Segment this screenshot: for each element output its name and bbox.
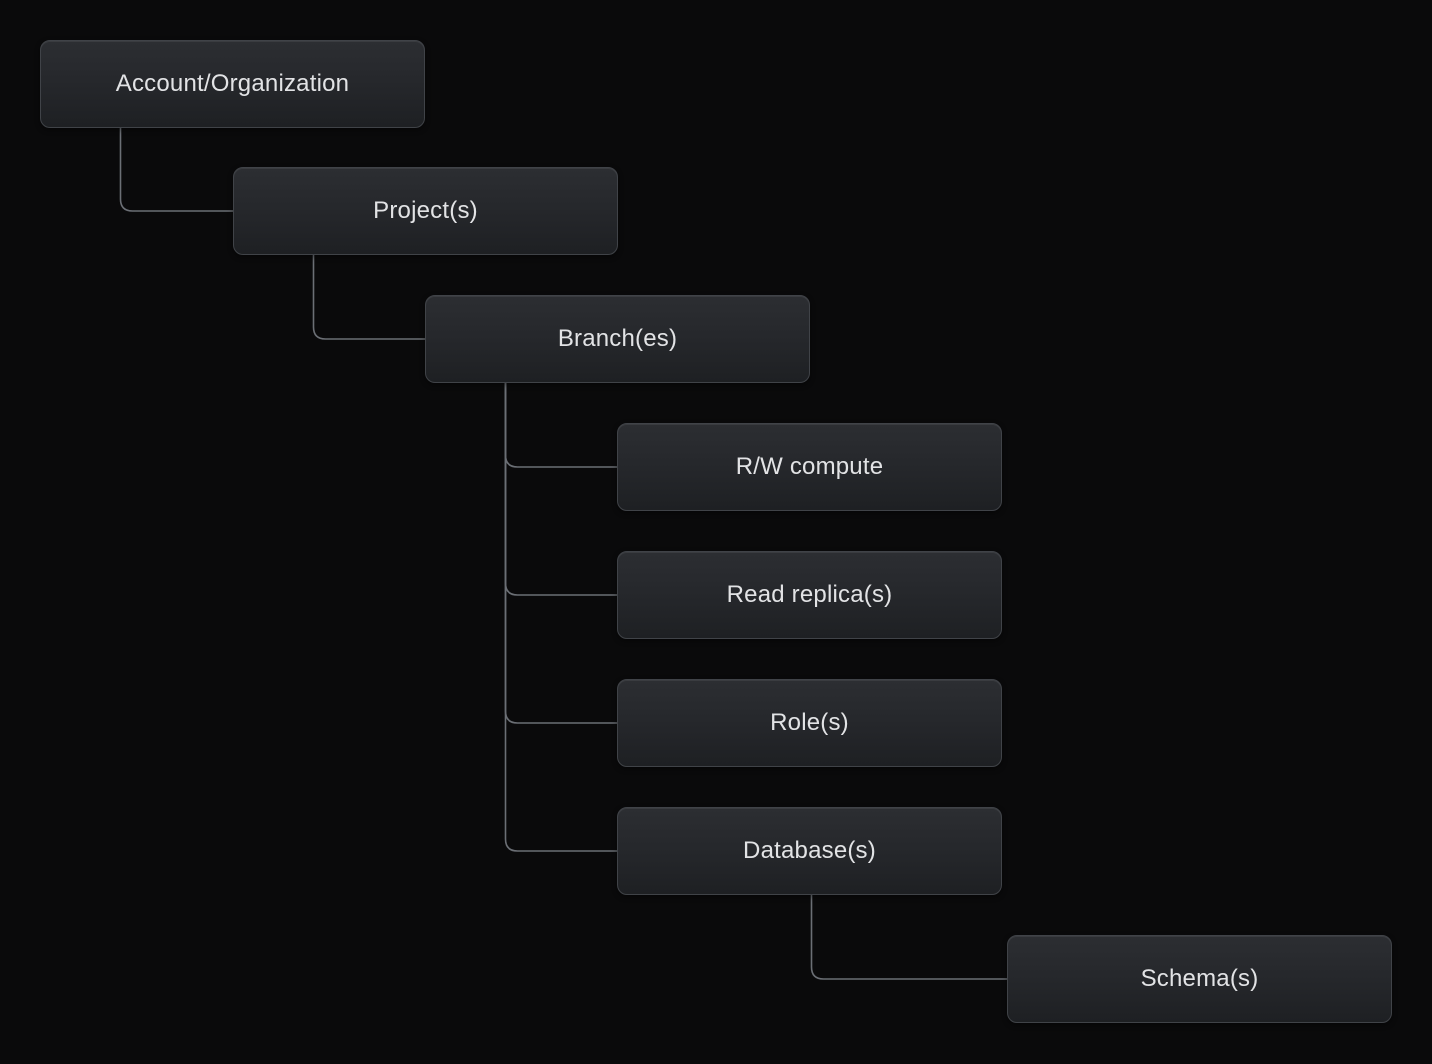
connector-branch-to-database	[504, 382, 618, 852]
node-account-organization: Account/Organization	[40, 40, 425, 128]
node-databases: Database(s)	[617, 807, 1002, 895]
node-projects: Project(s)	[233, 167, 618, 255]
node-roles: Role(s)	[617, 679, 1002, 767]
node-read-replicas: Read replica(s)	[617, 551, 1002, 639]
connector-branch-to-read-replica	[504, 382, 618, 596]
connector-project-to-branch	[312, 254, 426, 340]
connector-database-to-schema	[810, 894, 1008, 980]
node-schemas: Schema(s)	[1007, 935, 1392, 1023]
connector-branch-to-rw-compute	[504, 382, 618, 468]
node-branches: Branch(es)	[425, 295, 810, 383]
node-rw-compute: R/W compute	[617, 423, 1002, 511]
connector-branch-to-role	[504, 382, 618, 724]
connector-account-to-project	[119, 127, 234, 212]
